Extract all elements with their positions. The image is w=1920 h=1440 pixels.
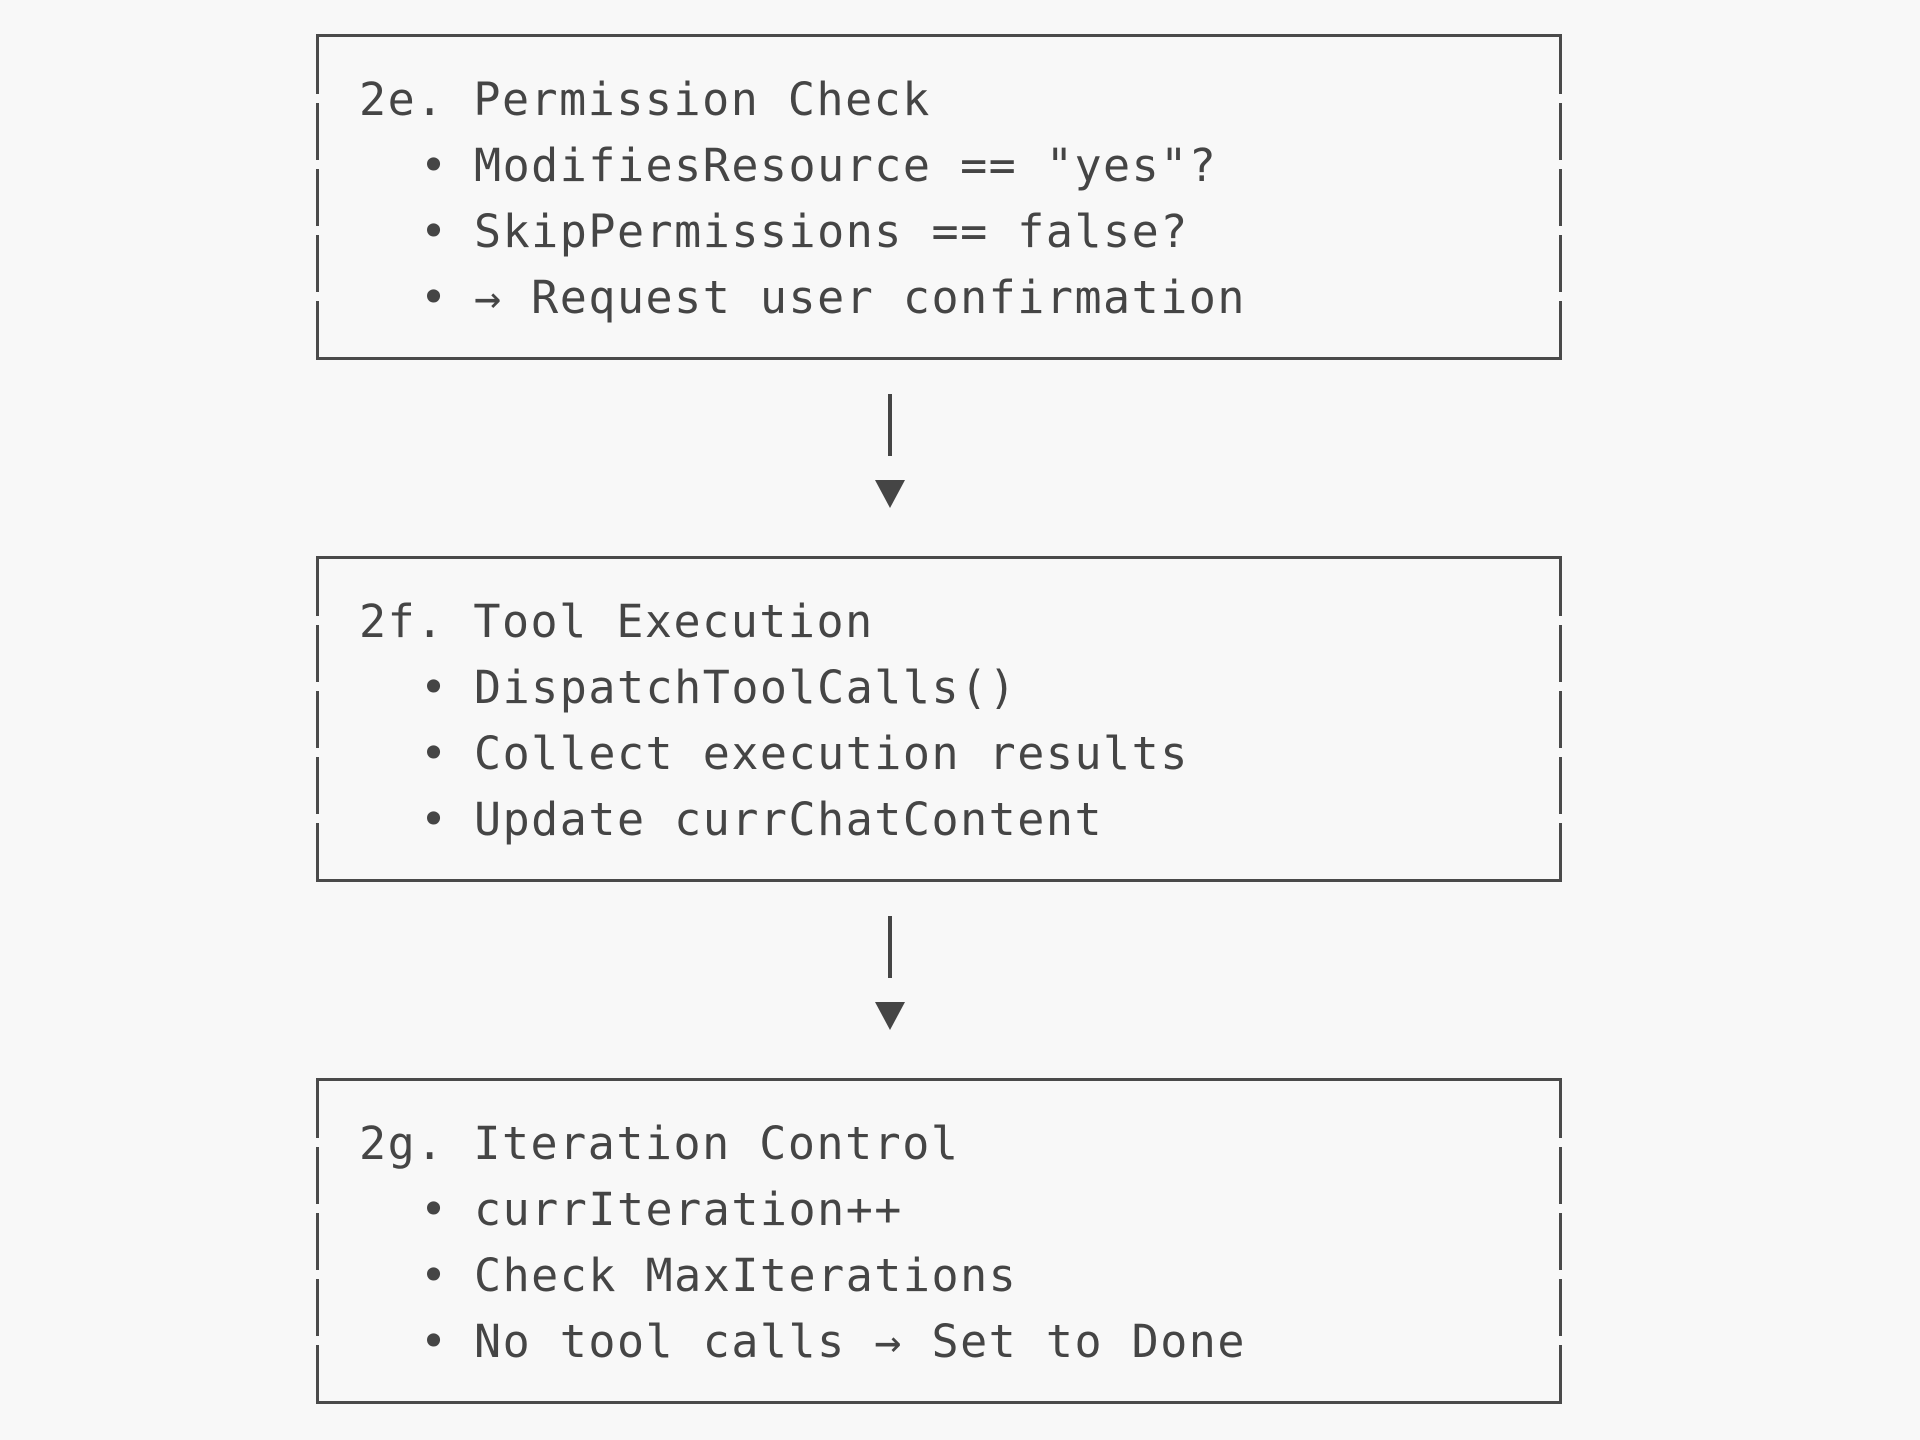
list-item-text: No tool calls → Set to Done — [474, 1315, 1246, 1368]
bullet-icon: • — [420, 271, 449, 324]
list-item-text: Collect execution results — [474, 727, 1189, 780]
list-item: • currIteration++ — [420, 1177, 1246, 1243]
box-item-list: • ModifiesResource == "yes"? • SkipPermiss… — [420, 133, 1246, 331]
list-item: • ModifiesResource == "yes"? — [420, 133, 1246, 199]
list-item-text: SkipPermissions == false? — [474, 205, 1189, 258]
list-item: • Check MaxIterations — [420, 1243, 1246, 1309]
bullet-icon: • — [420, 1315, 449, 1368]
box-item-list: • currIteration++ • Check MaxIterations • N… — [420, 1177, 1246, 1375]
list-item: • Collect execution results — [420, 721, 1189, 787]
list-item: • Update currChatContent — [420, 787, 1189, 853]
down-arrow-icon — [870, 394, 910, 514]
bullet-icon: • — [420, 205, 449, 258]
list-item-text: currIteration++ — [474, 1183, 903, 1236]
box-iteration-control: 2g. Iteration Control • currIteration++ •… — [316, 1078, 1562, 1404]
list-item-text: ModifiesResource == "yes"? — [474, 139, 1218, 192]
list-item: • DispatchToolCalls() — [420, 655, 1189, 721]
bullet-icon: • — [420, 139, 449, 192]
arrow-stem — [888, 916, 892, 978]
down-arrow-icon — [870, 916, 910, 1036]
arrow-stem — [888, 394, 892, 456]
bullet-icon: • — [420, 661, 449, 714]
list-item-text: → Request user confirmation — [474, 271, 1246, 324]
box-tool-execution: 2f. Tool Execution • DispatchToolCalls() … — [316, 556, 1562, 882]
bullet-icon: • — [420, 727, 449, 780]
arrowhead-icon — [875, 1002, 905, 1030]
list-item: • → Request user confirmation — [420, 265, 1246, 331]
bullet-icon: • — [420, 793, 449, 846]
box-title: 2g. Iteration Control — [359, 1117, 960, 1170]
box-title: 2f. Tool Execution — [359, 595, 874, 648]
box-title: 2e. Permission Check — [359, 73, 931, 126]
list-item: • No tool calls → Set to Done — [420, 1309, 1246, 1375]
arrowhead-icon — [875, 480, 905, 508]
box-item-list: • DispatchToolCalls() • Collect execution … — [420, 655, 1189, 853]
list-item-text: DispatchToolCalls() — [474, 661, 1018, 714]
box-permission-check: 2e. Permission Check • ModifiesResource =… — [316, 34, 1562, 360]
list-item-text: Check MaxIterations — [474, 1249, 1018, 1302]
bullet-icon: • — [420, 1249, 449, 1302]
list-item-text: Update currChatContent — [474, 793, 1104, 846]
list-item: • SkipPermissions == false? — [420, 199, 1246, 265]
bullet-icon: • — [420, 1183, 449, 1236]
